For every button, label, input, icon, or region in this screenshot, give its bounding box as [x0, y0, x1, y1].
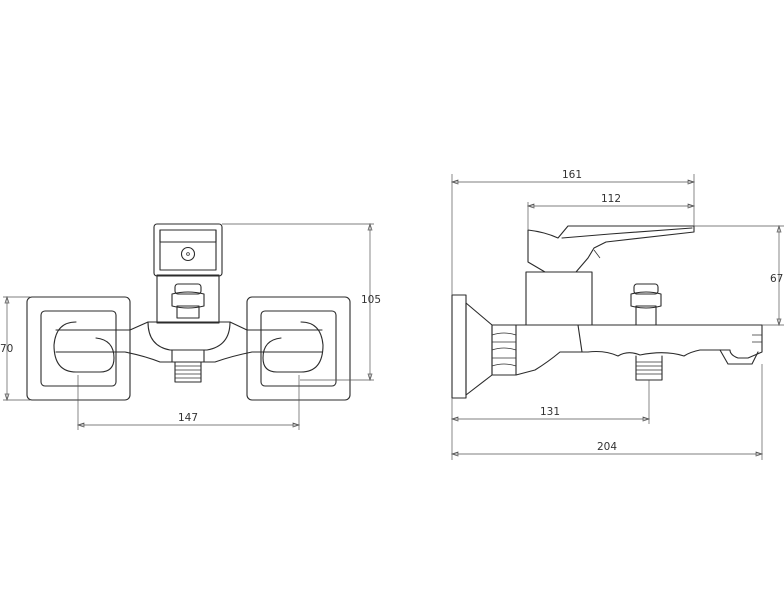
dimension-label-131: 131	[540, 406, 560, 418]
dimension-label-70: 70	[0, 343, 13, 355]
dimension-147: 147	[76, 375, 301, 430]
side-connector-nut	[491, 324, 517, 376]
diverter-knob	[171, 283, 205, 319]
dimension-204: 204	[450, 364, 764, 460]
dimension-label-204: 204	[597, 441, 617, 453]
dimension-70: 70	[0, 295, 30, 402]
side-wall-plate	[451, 294, 493, 399]
side-view: 161 112 67 131 204	[450, 169, 784, 460]
dimension-131: 131	[450, 380, 651, 460]
dimension-label-67: 67	[770, 273, 783, 285]
left-wall-flange	[26, 296, 131, 401]
dimension-105: 105	[222, 222, 381, 382]
dimension-label-147: 147	[178, 412, 198, 424]
side-threaded-outlet	[635, 355, 663, 381]
side-body-and-spout	[515, 324, 763, 376]
dimension-label-161: 161	[562, 169, 582, 181]
threaded-outlet	[171, 349, 205, 383]
right-wall-flange	[246, 296, 351, 401]
front-view: 147 105 70	[0, 222, 381, 430]
dimension-label-112: 112	[601, 193, 621, 205]
dimension-label-105: 105	[361, 294, 381, 306]
dimension-161: 161	[450, 169, 696, 295]
side-diverter-knob	[630, 283, 662, 326]
side-column	[525, 225, 695, 326]
mixer-body	[55, 321, 323, 363]
mixer-column	[153, 223, 223, 324]
dimension-112: 112	[526, 193, 696, 230]
dimension-67: 67	[694, 224, 784, 327]
